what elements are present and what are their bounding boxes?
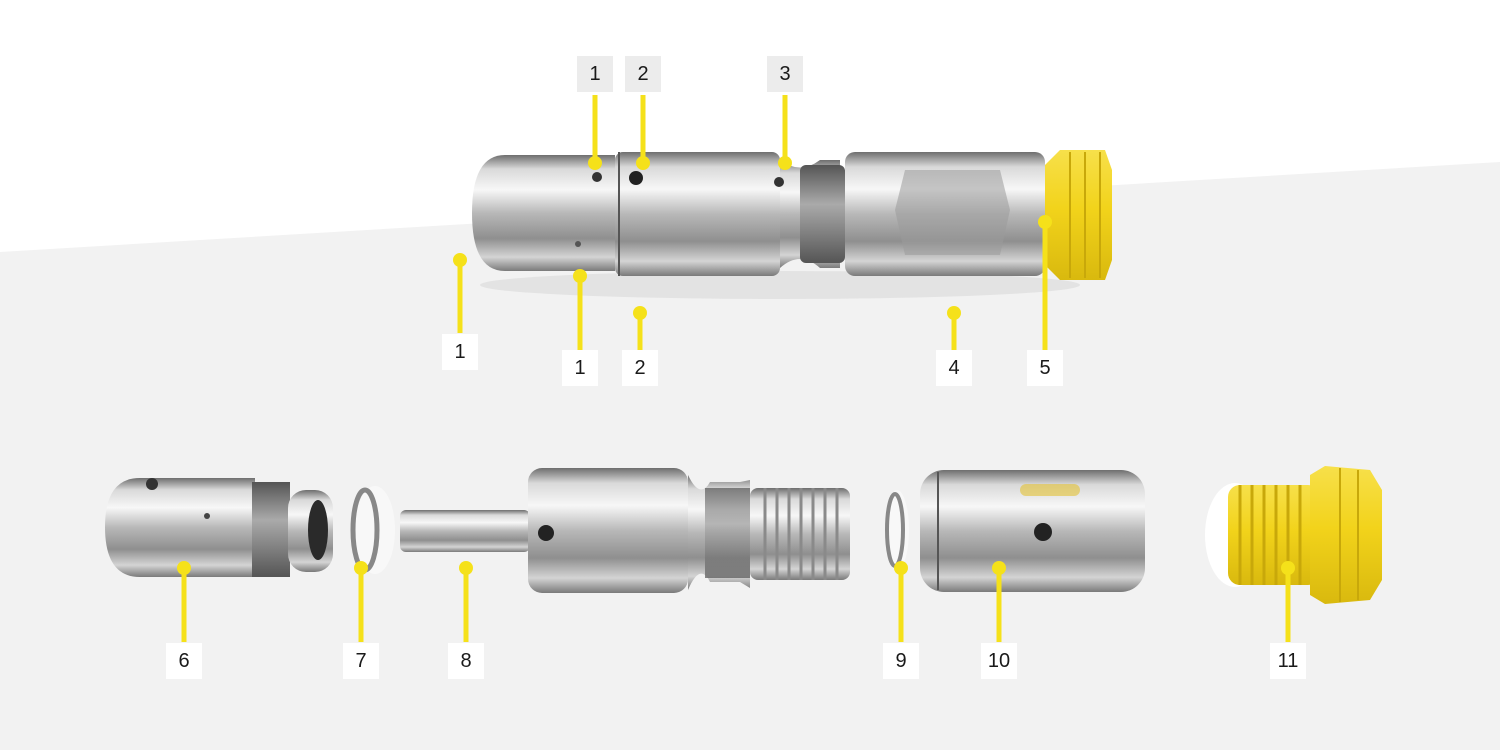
nozzle-nose [472, 155, 615, 271]
component-11-yellow-cap [1205, 466, 1382, 604]
component-6-nozzle-head [105, 478, 333, 577]
background-upper [0, 0, 1500, 252]
nozzle-body-segment [615, 152, 780, 276]
callout-label: 8 [448, 643, 484, 679]
callout-label: 5 [1027, 350, 1063, 386]
callout-label: 1 [562, 350, 598, 386]
callout-label: 2 [625, 56, 661, 92]
callout-label: 9 [883, 643, 919, 679]
callout-label: 10 [981, 643, 1017, 679]
leader-lines [177, 95, 1295, 642]
callout-label: 1 [577, 56, 613, 92]
yellow-cap [1045, 150, 1112, 280]
callout-label: 3 [767, 56, 803, 92]
callout-label: 4 [936, 350, 972, 386]
assembled-nozzle [472, 150, 1112, 299]
component-10-housing [920, 470, 1145, 592]
component-8-rotor [400, 468, 850, 593]
callout-label: 11 [1270, 643, 1306, 679]
callout-label: 6 [166, 643, 202, 679]
callout-label: 2 [622, 350, 658, 386]
callout-label: 1 [442, 334, 478, 370]
component-7-seal-rings [350, 486, 395, 574]
component-9-seal-ring [885, 490, 909, 570]
callout-label: 7 [343, 643, 379, 679]
